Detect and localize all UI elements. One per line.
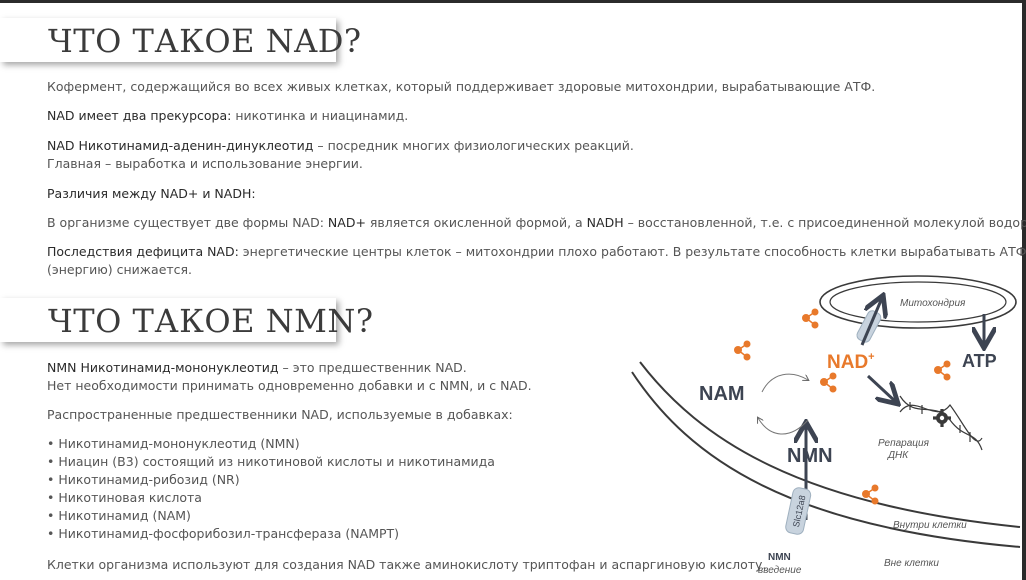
nad-diff-heading: Различия между NAD+ и NADH:	[47, 186, 256, 201]
nad-plus-label: NAD+	[827, 351, 875, 373]
nad-title: ЧТО ТАКОЕ NAD?	[48, 22, 362, 60]
molecule-icon	[802, 308, 819, 329]
nad-forms: В организме существует две формы NAD: NA…	[47, 215, 1026, 230]
list-item: • Ниацин (В3) состоящий из никотиновой к…	[47, 454, 495, 469]
outside-cell-label: Вне клетки	[884, 558, 939, 569]
nad-to-mito-arrow	[860, 298, 882, 346]
molecule-icon	[734, 340, 751, 361]
molecule-icon	[934, 360, 951, 381]
dna-helix-icon	[899, 395, 983, 451]
nmn-title-banner: ЧТО ТАКОЕ NMN?	[0, 298, 373, 342]
outer-membrane-line	[631, 371, 1021, 548]
mitochondria-label: Митохондрия	[900, 298, 966, 309]
slc12a8-transporter: Slc12a8	[785, 487, 812, 535]
cycle-arrow-bottom	[758, 418, 809, 435]
top-edge-strip	[0, 0, 1026, 3]
nmn-intake-label: NMN	[768, 552, 791, 563]
nmn-footer: Клетки организма используют для создания…	[47, 557, 767, 572]
gear-icon	[933, 409, 951, 427]
nad-deficit: Последствия дефицита NAD: энергетические…	[47, 244, 1026, 259]
dna-repair-label-2: ДНК	[887, 450, 909, 461]
nmn-title: ЧТО ТАКОЕ NMN?	[48, 302, 374, 340]
nad-deficit-line2: (энергию) снижается.	[47, 262, 193, 277]
nam-label: NAM	[699, 383, 745, 405]
list-item: • Никотинамид-мононуклеотид (NMN)	[47, 436, 300, 451]
mitochondria-inner	[829, 281, 1007, 323]
nad-precursors: NAD имеет два прекурсора: никотинка и ни…	[47, 108, 409, 123]
nad-to-dna-arrow	[866, 374, 896, 402]
list-item: • Никотинамид-рибозид (NR)	[47, 472, 240, 487]
nmn-note: Нет необходимости принимать одновременно…	[47, 378, 532, 393]
atp-label: ATP	[962, 351, 997, 371]
dna-repair-label: Репарация	[878, 438, 930, 449]
molecule-icons	[734, 308, 951, 505]
cycle-arrow-top	[761, 373, 808, 393]
list-item: • Никотинамид-фосфорибозил-трансфераза (…	[47, 526, 400, 541]
nmn-fullname: NMN Никотинамид-мононуклеотид – это пред…	[47, 360, 467, 375]
list-item: • Никотиновая кислота	[47, 490, 202, 505]
nad-title-banner: ЧТО ТАКОЕ NAD?	[0, 18, 361, 62]
molecule-icon	[820, 372, 837, 393]
mitochondria-outer	[819, 275, 1017, 329]
nad-fullname: NAD Никотинамид-аденин-динуклеотид – пос…	[47, 138, 634, 153]
nmn-intake-label-2: введение	[758, 565, 802, 576]
right-edge-strip	[1022, 0, 1026, 580]
nad-main-role: Главная – выработка и использование энер…	[47, 156, 363, 171]
nmn-label: NMN	[787, 445, 833, 467]
inside-cell-label: Внутри клетки	[893, 520, 967, 531]
nmn-list-intro: Распространенные предшественники NAD, ис…	[47, 407, 513, 422]
inner-membrane-line	[639, 361, 1021, 528]
nad-definition: Кофермент, содержащийся во всех живых кл…	[47, 79, 876, 94]
molecule-icon	[862, 484, 879, 505]
list-item: • Никотинамид (NAM)	[47, 508, 191, 523]
